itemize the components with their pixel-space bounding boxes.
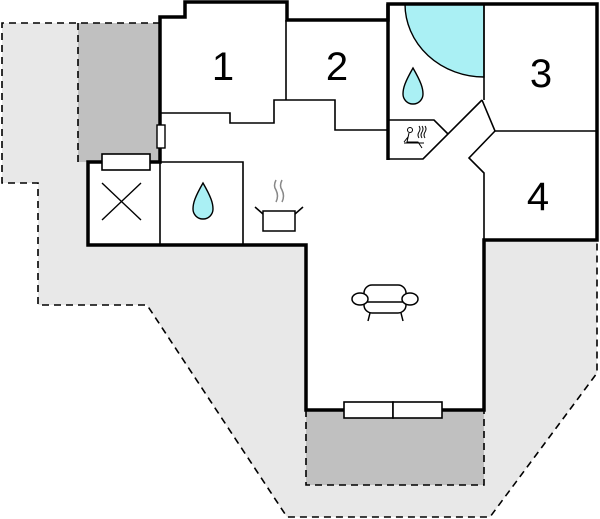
room-3-label: 3	[530, 52, 552, 96]
door-icon	[156, 124, 166, 149]
shower-icon	[404, 3, 485, 78]
window-icon	[392, 401, 443, 419]
cooking-pot-icon	[254, 179, 304, 232]
exterior-walls	[86, 0, 599, 412]
sauna-icon	[403, 125, 427, 149]
window-icon	[101, 153, 151, 171]
water-drop-icon	[402, 66, 424, 105]
covered-terrace-left	[78, 23, 160, 162]
water-drop-icon	[192, 181, 214, 220]
covered-terrace-bottom-edge	[305, 410, 485, 486]
room-2-label: 2	[326, 45, 348, 89]
room-4-label: 4	[527, 175, 549, 219]
armchair-icon	[351, 284, 419, 322]
room-1-label: 1	[212, 45, 234, 89]
covered-terrace-bottom	[306, 410, 484, 485]
interior	[88, 2, 597, 410]
window-icon	[343, 401, 394, 419]
terrace-outline	[1, 22, 598, 518]
interior-walls	[159, 4, 597, 245]
toilet-x-icon	[101, 182, 142, 221]
